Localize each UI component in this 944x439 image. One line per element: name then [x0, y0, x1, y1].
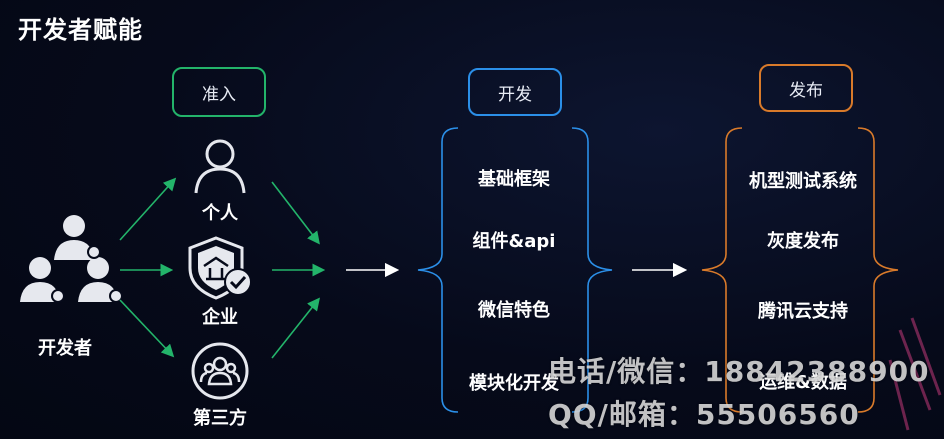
publish-item-ops-data: 运维&数据: [759, 372, 847, 393]
publish-header: 发布: [759, 64, 853, 112]
publish-item-gray-release: 灰度发布: [767, 231, 839, 252]
person-icon: [190, 135, 250, 195]
publish-brace: [701, 127, 899, 413]
developer-label: 开发者: [38, 338, 92, 359]
develop-item-framework: 基础框架: [478, 169, 550, 190]
third-party-group-icon: [191, 342, 249, 400]
arrow-individual-out: [271, 181, 320, 245]
entry-item-third-party: 第三方: [193, 408, 247, 429]
develop-item-components: 组件&api: [472, 231, 556, 252]
develop-item-modular: 模块化开发: [469, 373, 559, 394]
entry-header: 准入: [172, 67, 266, 117]
enterprise-shield-icon: [186, 236, 256, 300]
develop-header: 开发: [468, 68, 562, 116]
decor-lines: [888, 317, 942, 431]
watermark-qq: QQ/邮箱：55506560: [548, 398, 860, 431]
developer-group-icon: [18, 208, 123, 318]
publish-item-device-testing: 机型测试系统: [749, 171, 857, 192]
entry-item-enterprise: 企业: [202, 307, 238, 328]
publish-item-tencent-cloud: 腾讯云支持: [758, 301, 848, 322]
arrow-third-party-out: [271, 297, 320, 359]
watermark-phone: 电话/微信：18842388900: [548, 355, 930, 388]
develop-brace: [417, 127, 613, 413]
arrow-to-individual: [119, 177, 177, 241]
arrow-to-third-party: [119, 299, 175, 358]
develop-item-wechat: 微信特色: [478, 300, 550, 321]
page-title: 开发者赋能: [18, 16, 143, 44]
entry-item-individual: 个人: [202, 203, 238, 224]
